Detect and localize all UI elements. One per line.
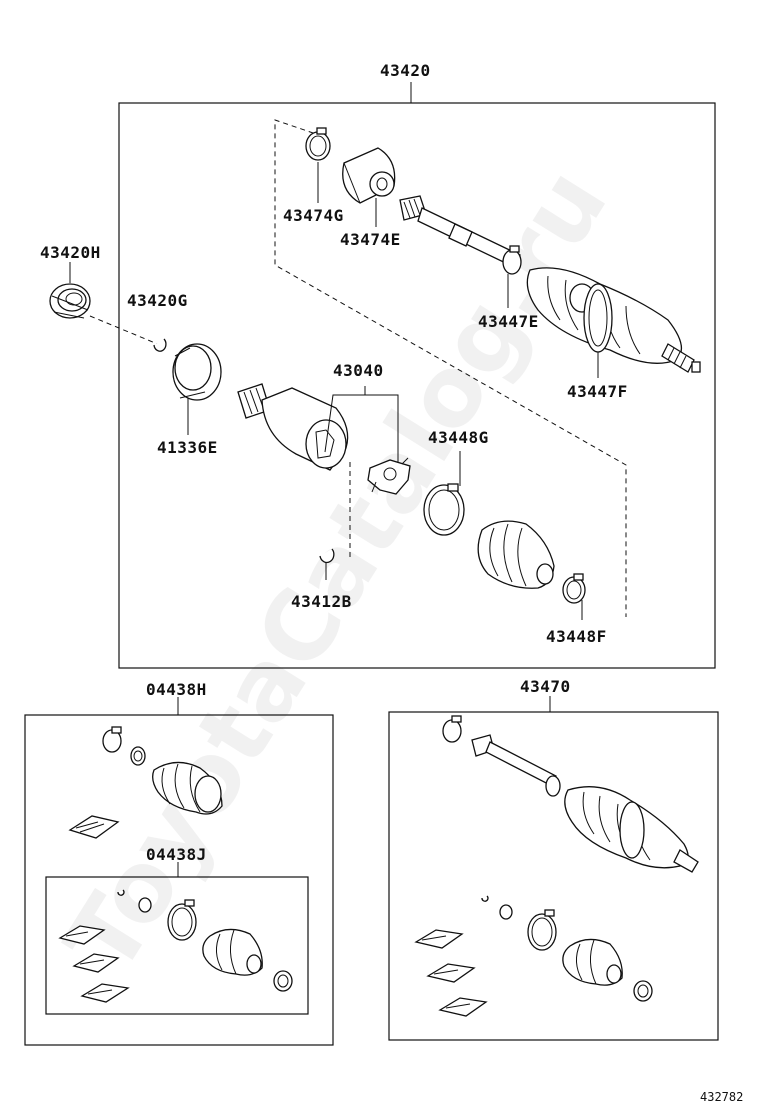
label-43040[interactable]: 43040 — [333, 361, 384, 380]
inboard-joint-43040[interactable] — [237, 383, 411, 495]
diagram-code: 432782 — [700, 1090, 743, 1104]
label-43420G[interactable]: 43420G — [127, 291, 188, 310]
label-43412B[interactable]: 43412B — [291, 592, 352, 611]
outboard-joint-box-43470 — [388, 711, 719, 1041]
label-43470[interactable]: 43470 — [520, 677, 571, 696]
snap-ring-43420g[interactable] — [153, 338, 167, 352]
inboard-boot[interactable] — [477, 520, 555, 589]
clamp-43448g[interactable] — [423, 483, 465, 536]
damper-43474e[interactable] — [342, 147, 396, 204]
main-assembly-box — [118, 102, 716, 669]
outer-joint-group-outline — [274, 119, 627, 617]
clamp-43474g[interactable] — [305, 127, 331, 161]
snap-ring-43412b[interactable] — [319, 548, 335, 564]
label-43447E[interactable]: 43447E — [478, 312, 539, 331]
label-41336E[interactable]: 41336E — [157, 438, 218, 457]
label-04438J[interactable]: 04438J — [146, 845, 207, 864]
clamp-43447f[interactable] — [583, 283, 613, 353]
label-43420[interactable]: 43420 — [380, 61, 431, 80]
oil-seal-43420h[interactable] — [49, 283, 91, 319]
kit-43470-parts — [414, 715, 699, 1017]
clamp-43448f[interactable] — [562, 573, 586, 604]
label-43474G[interactable]: 43474G — [283, 206, 344, 225]
label-43448F[interactable]: 43448F — [546, 627, 607, 646]
kit-04438j-parts — [58, 889, 293, 1003]
clamp-43447e[interactable] — [502, 245, 522, 275]
label-43420H[interactable]: 43420H — [40, 243, 101, 262]
label-43448G[interactable]: 43448G — [428, 428, 489, 447]
label-43447F[interactable]: 43447F — [567, 382, 628, 401]
label-43474E[interactable]: 43474E — [340, 230, 401, 249]
kit-04438h-parts — [68, 726, 223, 839]
label-04438H[interactable]: 04438H — [146, 680, 207, 699]
boot-kit-box-04438j — [45, 876, 309, 1015]
dust-deflector-41336e[interactable] — [172, 343, 222, 401]
boot-kit-box-04438h — [24, 714, 334, 1046]
